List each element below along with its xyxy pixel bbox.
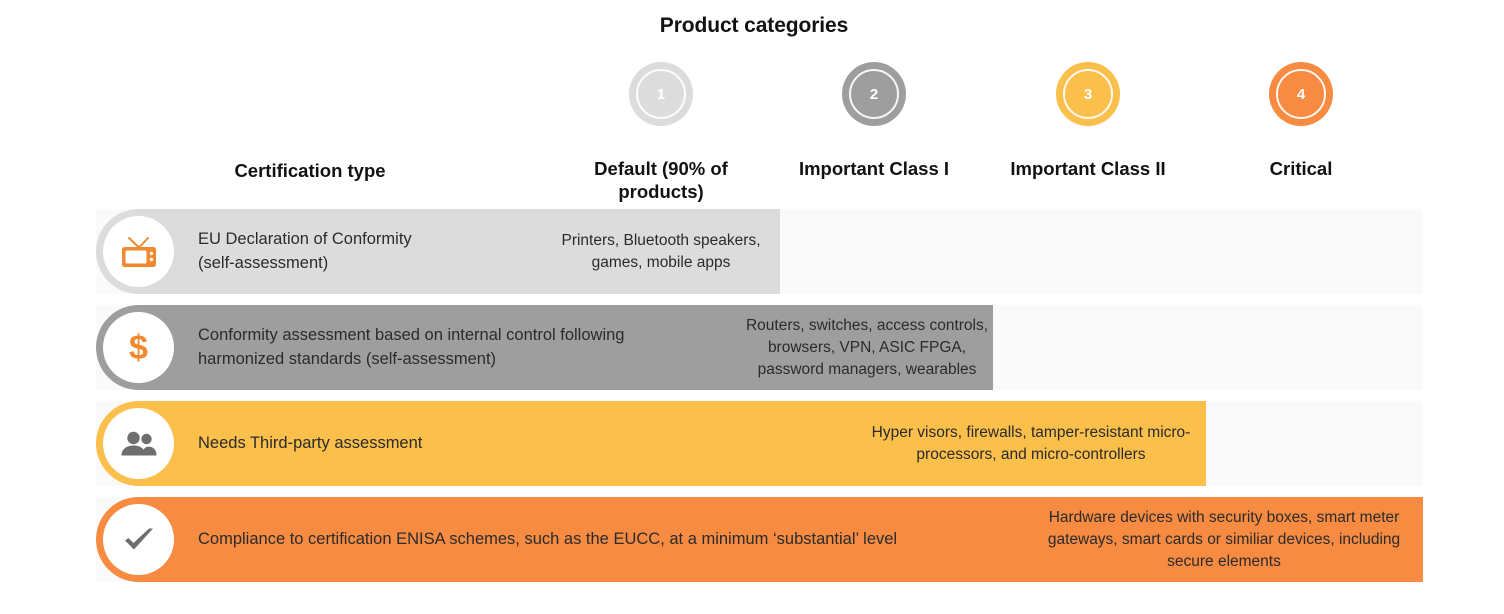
category-circle-ring-2: 2 bbox=[849, 69, 899, 119]
category-label-3: Important Class II bbox=[1010, 158, 1166, 179]
row-value-2: Routers, switches, access controls, brow… bbox=[745, 316, 989, 378]
row-fill-1 bbox=[96, 209, 780, 294]
dollar-sign-icon: $ bbox=[103, 312, 174, 383]
category-number-3: 3 bbox=[1083, 85, 1093, 103]
table-row: EU Declaration of Conformity (self-asses… bbox=[0, 209, 1504, 294]
check-mark-icon bbox=[103, 504, 174, 575]
category-label-4: Critical bbox=[1269, 158, 1333, 179]
row-label-2: Conformity assessment based on internal … bbox=[198, 326, 625, 368]
row-value-3: Hyper visors, firewalls, tamper-resistan… bbox=[871, 423, 1191, 463]
page-title: Product categories bbox=[0, 14, 1504, 38]
row-label-1: EU Declaration of Conformity (self-asses… bbox=[198, 230, 412, 272]
category-label-2: Important Class I bbox=[798, 158, 950, 179]
category-circle-ring-3: 3 bbox=[1063, 69, 1113, 119]
category-header: 1 Default (90% of products) 2 Important … bbox=[0, 0, 1504, 203]
row-value-4: Hardware devices with security boxes, sm… bbox=[1047, 508, 1401, 570]
category-column-1: 1 Default (90% of products) bbox=[554, 62, 768, 203]
category-circle-3: 3 bbox=[1056, 62, 1120, 126]
rows-container: EU Declaration of Conformity (self-asses… bbox=[0, 209, 1504, 593]
table-row: Needs Third-party assessment Hyper visor… bbox=[0, 401, 1504, 486]
row-fill-3 bbox=[96, 401, 1206, 486]
row-fill-4 bbox=[96, 497, 1423, 582]
category-number-4: 4 bbox=[1296, 85, 1306, 103]
category-number-1: 1 bbox=[656, 85, 666, 103]
row-label-4: Compliance to certification ENISA scheme… bbox=[198, 529, 898, 548]
category-circle-1: 1 bbox=[629, 62, 693, 126]
category-number-2: 2 bbox=[869, 85, 879, 103]
category-circle-ring-4: 4 bbox=[1276, 69, 1326, 119]
certification-type-header: Certification type bbox=[234, 160, 386, 181]
page-title-text: Product categories bbox=[659, 14, 849, 37]
table-row: $ Conformity assessment based on interna… bbox=[0, 305, 1504, 390]
people-icon bbox=[103, 408, 174, 479]
category-column-3: 3 Important Class II bbox=[981, 62, 1195, 180]
category-circle-ring-1: 1 bbox=[636, 69, 686, 119]
category-label-1: Default (90% of products) bbox=[594, 158, 728, 203]
category-circle-2: 2 bbox=[842, 62, 906, 126]
retro-tv-icon bbox=[103, 216, 174, 287]
row-fill-2 bbox=[96, 305, 993, 390]
category-circle-4: 4 bbox=[1269, 62, 1333, 126]
row-label-3: Needs Third-party assessment bbox=[198, 433, 423, 452]
category-column-4: 4 Critical bbox=[1194, 62, 1408, 180]
category-column-2: 2 Important Class I bbox=[767, 62, 981, 180]
table-row: Compliance to certification ENISA scheme… bbox=[0, 497, 1504, 582]
row-value-1: Printers, Bluetooth speakers, games, mob… bbox=[561, 231, 761, 271]
dollar-glyph: $ bbox=[129, 328, 148, 367]
